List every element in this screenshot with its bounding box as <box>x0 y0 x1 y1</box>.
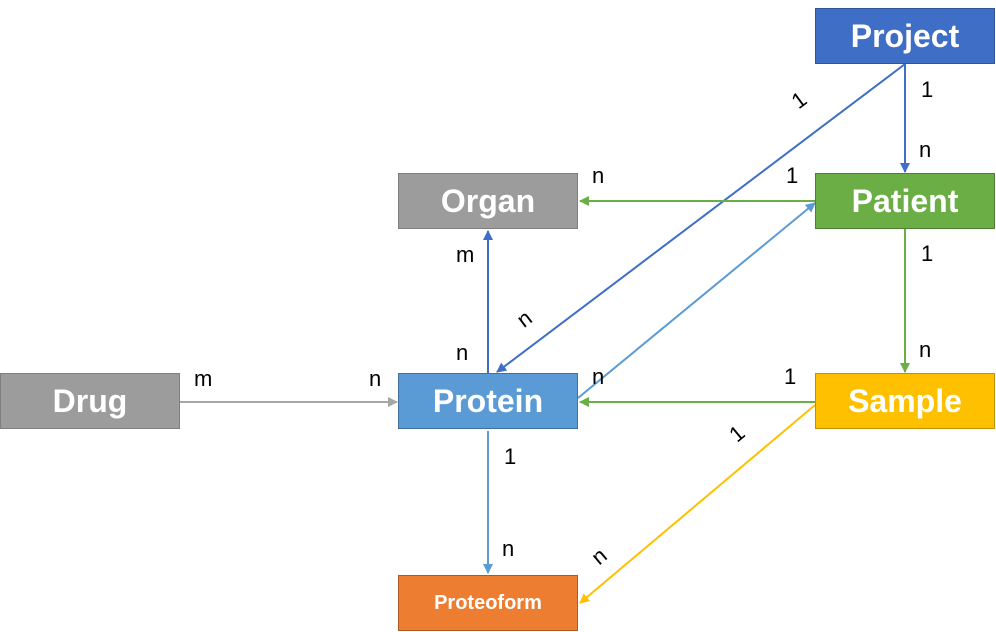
card-drug-protein-from: m <box>194 366 212 391</box>
card-protein-organ-to: m <box>456 242 474 267</box>
card-project-protein-from: 1 <box>787 86 812 113</box>
node-organ-label: Organ <box>440 182 536 219</box>
node-patient[interactable]: Patient <box>815 173 995 229</box>
card-sample-proteoform-from: 1 <box>724 420 749 447</box>
card-project-patient-to: n <box>919 137 931 162</box>
node-proteoform-label: Proteoform <box>434 591 542 614</box>
card-protein-proteoform-to: n <box>502 536 514 561</box>
card-patient-sample-to: n <box>919 337 931 362</box>
node-sample-label: Sample <box>848 382 962 419</box>
node-drug[interactable]: Drug <box>0 373 180 429</box>
card-protein-patient-from: n <box>592 364 604 389</box>
node-project[interactable]: Project <box>815 8 995 64</box>
node-protein-label: Protein <box>432 382 544 419</box>
node-organ[interactable]: Organ <box>398 173 578 229</box>
card-project-protein-to: n <box>512 305 537 332</box>
node-protein[interactable]: Protein <box>398 373 578 429</box>
edge-protein-patient <box>577 202 816 399</box>
card-project-patient-from: 1 <box>921 77 933 102</box>
card-patient-organ-from: 1 <box>786 163 798 188</box>
card-sample-proteoform-to: n <box>586 543 611 570</box>
node-project-label: Project <box>850 17 960 54</box>
card-patient-sample-from: 1 <box>921 241 933 266</box>
edge-project-protein <box>496 63 906 373</box>
card-protein-organ-from: n <box>456 340 468 365</box>
card-patient-organ-to: n <box>592 163 604 188</box>
card-drug-protein-to: n <box>369 366 381 391</box>
card-protein-proteoform-from: 1 <box>504 444 516 469</box>
edge-sample-proteoform <box>579 404 816 604</box>
node-patient-label: Patient <box>851 182 959 219</box>
node-drug-label: Drug <box>52 382 128 419</box>
node-proteoform[interactable]: Proteoform <box>398 575 578 631</box>
card-sample-protein-from: 1 <box>784 364 796 389</box>
node-sample[interactable]: Sample <box>815 373 995 429</box>
